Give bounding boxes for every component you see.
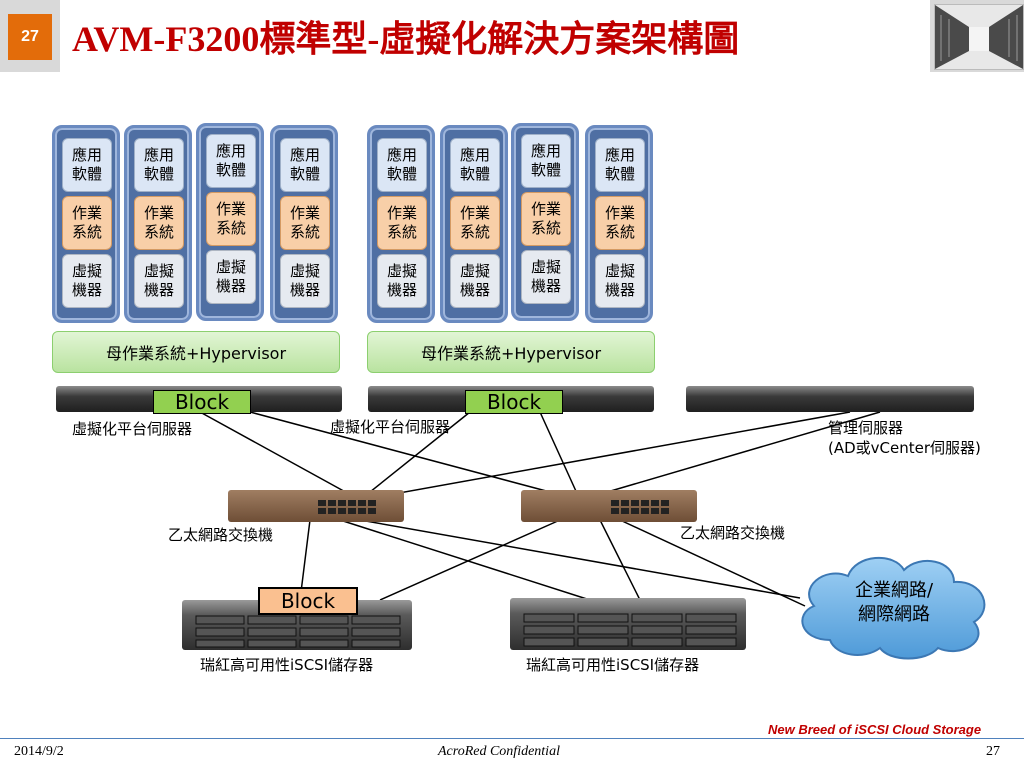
link-server2-switch2	[539, 411, 581, 501]
iscsi-storage	[510, 598, 746, 650]
cloud-label: 網際網路	[858, 604, 930, 625]
hypervisor-box: 母作業系統+Hypervisor	[367, 331, 655, 373]
cloud-label: 企業網路/	[854, 580, 934, 601]
slide-number-badge: 27	[8, 14, 52, 60]
vm-column: 應用 軟體 作業 系統 虛擬 機器	[367, 125, 435, 323]
vm-column: 應用 軟體 作業 系統 虛擬 機器	[196, 123, 264, 321]
virtual-machine-card: 虛擬 機器	[450, 254, 500, 308]
footer-page-number: 27	[986, 744, 1000, 759]
block-label: Block	[465, 390, 563, 414]
virtual-machine-card: 虛擬 機器	[134, 254, 184, 308]
virt-server-label: 虛擬化平台伺服器	[330, 418, 451, 436]
vm-column: 應用 軟體 作業 系統 虛擬 機器	[511, 123, 579, 321]
virtual-machine-card: 虛擬 機器	[595, 254, 645, 308]
link-server2-switch1	[359, 411, 471, 501]
title-area	[60, 0, 930, 72]
block-label: Block	[258, 587, 358, 615]
vm-column: 應用 軟體 作業 系統 虛擬 機器	[124, 125, 192, 323]
link-switch2-storage2	[599, 519, 641, 601]
datacenter-logo-image	[934, 4, 1024, 70]
iscsi-storage	[182, 600, 412, 650]
virtual-machine-card: 虛擬 機器	[206, 250, 256, 304]
os-card: 作業 系統	[134, 196, 184, 250]
vm-column: 應用 軟體 作業 系統 虛擬 機器	[585, 125, 653, 323]
page-title: AVM-F3200標準型-虛擬化解決方案架構圖	[72, 19, 740, 59]
mgmt-server-sublabel: (AD或vCenter伺服器)	[828, 439, 981, 457]
footer-date: 2014/9/2	[14, 744, 64, 759]
virtual-machine-card: 虛擬 機器	[377, 254, 427, 308]
link-mgmt-switch1	[359, 411, 851, 501]
app-software-card: 應用 軟體	[377, 138, 427, 192]
app-software-card: 應用 軟體	[62, 138, 112, 192]
app-software-card: 應用 軟體	[206, 134, 256, 188]
link-switch2-cloud	[619, 519, 806, 607]
vm-column: 應用 軟體 作業 系統 虛擬 機器	[52, 125, 120, 323]
app-software-card: 應用 軟體	[521, 134, 571, 188]
ethernet-switch	[521, 490, 697, 522]
app-software-card: 應用 軟體	[280, 138, 330, 192]
cloud-icon	[801, 557, 986, 660]
storage-label: 瑞紅高可用性iSCSI儲存器	[200, 656, 374, 674]
os-card: 作業 系統	[595, 196, 645, 250]
os-card: 作業 系統	[450, 196, 500, 250]
app-software-card: 應用 軟體	[134, 138, 184, 192]
link-switch1-storage2	[339, 519, 591, 601]
tagline: New Breed of iSCSI Cloud Storage	[768, 722, 982, 737]
app-software-card: 應用 軟體	[595, 138, 645, 192]
footer-confidential: AcroRed Confidential	[438, 744, 560, 759]
footer-divider	[0, 738, 1024, 739]
virtual-machine-card: 虛擬 機器	[62, 254, 112, 308]
link-server1-switch1	[199, 411, 361, 501]
link-switch2-storage1	[379, 519, 561, 601]
app-software-card: 應用 軟體	[450, 138, 500, 192]
link-switch1-storage1	[299, 519, 311, 601]
virt-server-label: 虛擬化平台伺服器	[72, 420, 193, 438]
virtual-machine-card: 虛擬 機器	[521, 250, 571, 304]
link-mgmt-switch2	[579, 411, 881, 501]
switch-label: 乙太網路交換機	[168, 526, 274, 544]
block-label: Block	[153, 390, 251, 414]
os-card: 作業 系統	[280, 196, 330, 250]
hypervisor-box: 母作業系統+Hypervisor	[52, 331, 340, 373]
ethernet-switch	[228, 490, 404, 522]
vm-column: 應用 軟體 作業 系統 虛擬 機器	[440, 125, 508, 323]
mgmt-server-label: 管理伺服器	[828, 419, 904, 437]
os-card: 作業 系統	[206, 192, 256, 246]
os-card: 作業 系統	[377, 196, 427, 250]
management-server	[686, 386, 974, 412]
link-switch1-cloud	[359, 519, 801, 599]
switch-label: 乙太網路交換機	[680, 524, 786, 542]
os-card: 作業 系統	[62, 196, 112, 250]
vm-column: 應用 軟體 作業 系統 虛擬 機器	[270, 125, 338, 323]
storage-label: 瑞紅高可用性iSCSI儲存器	[526, 656, 700, 674]
os-card: 作業 系統	[521, 192, 571, 246]
virtual-machine-card: 虛擬 機器	[280, 254, 330, 308]
